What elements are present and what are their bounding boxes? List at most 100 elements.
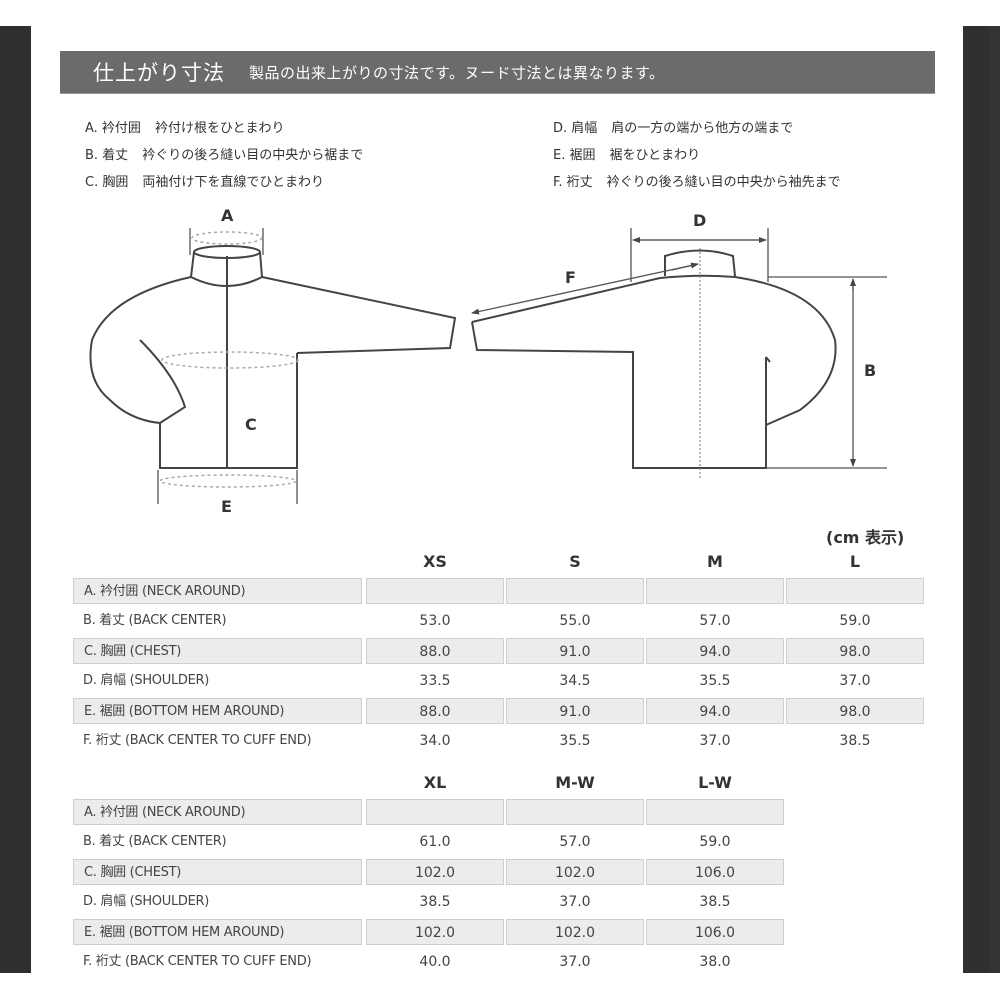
cell-value: 38.0 (699, 954, 731, 970)
cell-value (506, 578, 644, 604)
label-e: E (221, 497, 232, 516)
legend-item-e: E. 裾囲裾をひとまわり (553, 142, 841, 169)
legend-desc: 衿ぐりの後ろ縫い目の中央から裾まで (142, 148, 364, 163)
label-c: C (245, 415, 257, 434)
cell-value: 57.0 (699, 613, 731, 629)
legend-code: F. 裄丈 (553, 175, 593, 190)
cell-value: 57.0 (559, 834, 591, 850)
cell-value: 91.0 (506, 698, 644, 724)
measure-c (161, 351, 299, 369)
cell-value: 59.0 (699, 834, 731, 850)
row-label: F. 裄丈 (BACK CENTER TO CUFF END) (83, 954, 312, 969)
row-label: A. 衿付囲 (NECK AROUND) (73, 799, 362, 825)
cell-value: 33.5 (419, 673, 451, 689)
cell-value (506, 799, 644, 825)
measurement-legend-left: A. 衿付囲衿付け根をひとまわり B. 着丈衿ぐりの後ろ縫い目の中央から裾まで … (85, 115, 363, 196)
cell-value: 37.0 (559, 894, 591, 910)
row-label: F. 裄丈 (BACK CENTER TO CUFF END) (83, 733, 312, 748)
cell-value: 102.0 (366, 919, 504, 945)
row-label: D. 肩幅 (SHOULDER) (83, 894, 210, 909)
cell-value: 88.0 (366, 638, 504, 664)
page-subtitle: 製品の出来上がりの寸法です。ヌード寸法とは異なります。 (249, 63, 665, 82)
garment-diagram: A C E D F B (89, 206, 887, 516)
cell-value: 55.0 (559, 613, 591, 629)
cell-value: 91.0 (506, 638, 644, 664)
cell-value: 35.5 (699, 673, 731, 689)
cell-value (366, 799, 504, 825)
unit-note: (cm 表示) (826, 528, 905, 547)
legend-desc: 衿付け根をひとまわり (154, 121, 285, 136)
cell-value: 102.0 (506, 859, 644, 885)
row-label: D. 肩幅 (SHOULDER) (83, 673, 210, 688)
row-label: E. 裾囲 (BOTTOM HEM AROUND) (73, 698, 362, 724)
cell-value (646, 799, 784, 825)
size-header: XS (423, 552, 447, 571)
legend-code: B. 着丈 (85, 148, 129, 163)
measure-e (157, 470, 298, 504)
legend-item-d: D. 肩幅肩の一方の端から他方の端まで (553, 115, 841, 142)
cell-value (786, 578, 924, 604)
cell-value: 37.0 (839, 673, 871, 689)
cell-value (646, 578, 784, 604)
cell-value: 94.0 (646, 698, 784, 724)
measure-f (471, 263, 699, 315)
cell-value: 37.0 (559, 954, 591, 970)
page-title: 仕上がり寸法 (93, 61, 225, 85)
legend-desc: 両袖付け下を直線でひとまわり (142, 175, 324, 190)
cell-value: 38.5 (839, 733, 871, 749)
cell-value: 94.0 (646, 638, 784, 664)
cell-value (366, 578, 504, 604)
size-header: XL (423, 773, 447, 792)
size-header: M-W (555, 773, 595, 792)
cell-value: 34.5 (559, 673, 591, 689)
cell-value: 34.0 (419, 733, 451, 749)
cell-value: 102.0 (506, 919, 644, 945)
cell-value: 98.0 (786, 638, 924, 664)
label-b: B (864, 361, 876, 380)
cell-value: 98.0 (786, 698, 924, 724)
measurement-legend-right: D. 肩幅肩の一方の端から他方の端まで E. 裾囲裾をひとまわり F. 裄丈衿ぐ… (553, 115, 841, 196)
cell-value: 59.0 (839, 613, 871, 629)
legend-code: D. 肩幅 (553, 121, 598, 136)
cell-value: 38.5 (419, 894, 451, 910)
legend-code: A. 衿付囲 (85, 121, 141, 136)
label-f: F (565, 268, 576, 287)
size-header: L (849, 552, 861, 571)
legend-item-f: F. 裄丈衿ぐりの後ろ縫い目の中央から袖先まで (553, 169, 841, 196)
front-jacket-drawing (89, 245, 457, 469)
size-header: L-W (698, 773, 732, 792)
cell-value: 40.0 (419, 954, 451, 970)
legend-item-c: C. 胸囲両袖付け下を直線でひとまわり (85, 169, 363, 196)
size-header: S (569, 552, 581, 571)
cell-value: 102.0 (366, 859, 504, 885)
row-label: C. 胸囲 (CHEST) (73, 638, 362, 664)
cell-value: 35.5 (559, 733, 591, 749)
size-header: M (707, 552, 723, 571)
left-dark-border (0, 26, 31, 973)
cell-value: 37.0 (699, 733, 731, 749)
legend-desc: 裾をひとまわり (609, 148, 701, 163)
title-bar: 仕上がり寸法 製品の出来上がりの寸法です。ヌード寸法とは異なります。 (60, 51, 935, 94)
measure-b (766, 276, 887, 469)
cell-value: 106.0 (646, 859, 784, 885)
row-label: E. 裾囲 (BOTTOM HEM AROUND) (73, 919, 362, 945)
measure-d (630, 228, 769, 282)
legend-item-b: B. 着丈衿ぐりの後ろ縫い目の中央から裾まで (85, 142, 363, 169)
legend-code: E. 裾囲 (553, 148, 596, 163)
legend-item-a: A. 衿付囲衿付け根をひとまわり (85, 115, 363, 142)
legend-desc: 衿ぐりの後ろ縫い目の中央から袖先まで (606, 175, 841, 190)
row-label: B. 着丈 (BACK CENTER) (83, 613, 227, 628)
right-dark-border (963, 26, 1000, 973)
cell-value: 106.0 (646, 919, 784, 945)
label-a: A (221, 206, 234, 225)
row-label: C. 胸囲 (CHEST) (73, 859, 362, 885)
cell-value: 88.0 (366, 698, 504, 724)
back-jacket-drawing (471, 249, 837, 469)
label-d: D (693, 211, 706, 230)
row-label: B. 着丈 (BACK CENTER) (83, 834, 227, 849)
cell-value: 61.0 (419, 834, 451, 850)
measure-a (189, 228, 264, 255)
cell-value: 38.5 (699, 894, 731, 910)
row-label: A. 衿付囲 (NECK AROUND) (73, 578, 362, 604)
legend-code: C. 胸囲 (85, 175, 129, 190)
